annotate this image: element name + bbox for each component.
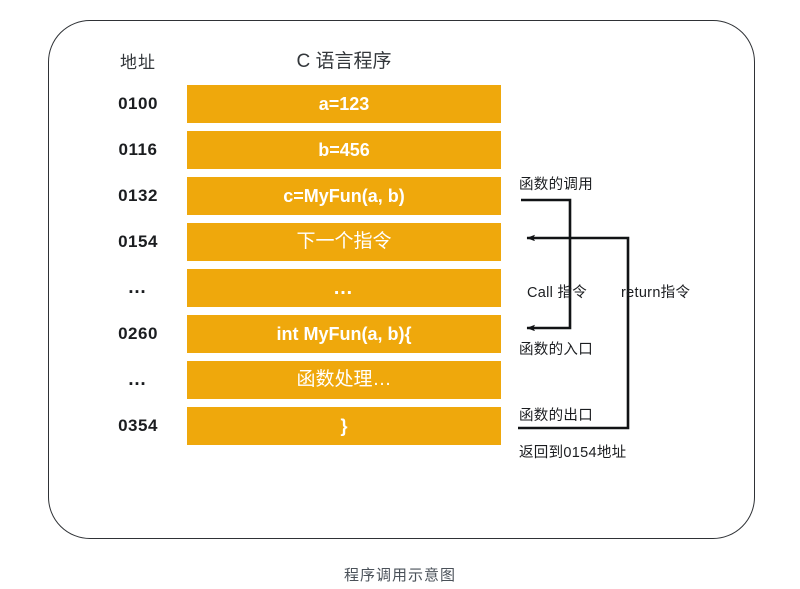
memory-row-code-bar: 函数处理…: [187, 361, 501, 399]
memory-row-address: …: [127, 369, 149, 390]
annotation-call-title: 函数的调用: [519, 177, 593, 193]
memory-row-code-bar: c=MyFun(a, b): [187, 177, 501, 215]
memory-row-address: 0100: [118, 94, 158, 113]
memory-row-address: …: [127, 277, 149, 298]
annotation-return-address: 返回到0154地址: [519, 445, 627, 461]
memory-row-address: 0132: [118, 186, 158, 205]
memory-row-code-bar: …: [187, 269, 501, 307]
annotation-function-exit: 函数的出口: [519, 408, 593, 424]
memory-row-code-bar: a=123: [187, 85, 501, 123]
column-header-address: 地址: [120, 53, 156, 72]
memory-row-address: 0260: [118, 324, 158, 343]
memory-row-code-bar: int MyFun(a, b){: [187, 315, 501, 353]
memory-row-code-bar: }: [187, 407, 501, 445]
annotation-function-entry: 函数的入口: [519, 342, 593, 358]
memory-row-code-bar: b=456: [187, 131, 501, 169]
column-header-program: C 语言程序: [296, 51, 392, 72]
diagram-caption: 程序调用示意图: [343, 567, 456, 584]
memory-row-code-bar: 下一个指令: [187, 223, 501, 261]
memory-row-address: 0116: [118, 140, 158, 159]
memory-row-address: 0154: [118, 232, 158, 251]
annotation-return-instruction: return指令: [621, 285, 691, 301]
memory-row-address: 0354: [118, 416, 158, 435]
annotation-call-instruction: Call 指令: [527, 285, 588, 301]
